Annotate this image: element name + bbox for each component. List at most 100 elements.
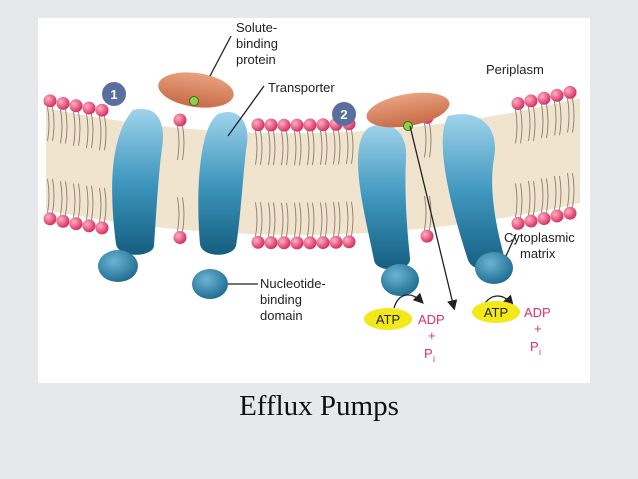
- lipid-tails: [47, 98, 575, 237]
- lipid-tail: [65, 181, 68, 216]
- lipid-tail: [559, 175, 562, 211]
- lipid-head: [290, 236, 304, 250]
- lipid-tail: [182, 197, 185, 232]
- lipid-tail: [281, 202, 284, 237]
- lipid-tail: [86, 114, 89, 149]
- lipid-head: [82, 219, 96, 233]
- lipid-tail: [307, 130, 310, 166]
- svg-text:i: i: [539, 347, 541, 357]
- lipid-tail: [260, 130, 263, 165]
- lipid-tail: [346, 201, 349, 236]
- svg-text:P: P: [424, 346, 433, 361]
- lipid-tail: [299, 202, 302, 237]
- lipid-tail: [559, 101, 562, 136]
- svg-text:+: +: [428, 328, 436, 343]
- lipid-tail: [320, 130, 323, 165]
- lipid-head: [329, 235, 343, 249]
- lipid-tail: [286, 131, 289, 166]
- adp-label-2: ADP: [524, 305, 551, 320]
- lipid-head: [550, 88, 564, 102]
- nucleotide-binding-domain-2b: [475, 252, 513, 284]
- lipid-tail: [338, 202, 341, 237]
- atp-reaction-1: ATP ADP + P i: [364, 308, 445, 364]
- lipid-tail: [78, 111, 81, 146]
- lipid-tail: [520, 109, 523, 144]
- svg-text:2: 2: [340, 107, 347, 122]
- lipid-tail: [333, 130, 336, 165]
- lipid-tail: [255, 130, 258, 165]
- lipid-tail: [52, 106, 55, 141]
- periplasm-label: Periplasm: [486, 62, 544, 77]
- lipid-head: [43, 94, 57, 108]
- lipid-tail: [554, 101, 557, 136]
- lipid-tail: [78, 183, 81, 218]
- lipid-tail: [533, 180, 536, 216]
- lipid-tail: [47, 106, 50, 141]
- lipid-head: [303, 118, 317, 132]
- lipid-tail: [424, 123, 427, 158]
- lipid-tail: [177, 125, 180, 161]
- transporter-2: [358, 114, 513, 296]
- lipid-tail: [60, 181, 63, 216]
- lipid-tail: [65, 109, 68, 144]
- lipid-tail: [260, 202, 263, 237]
- lipid-tail: [533, 106, 536, 141]
- lipid-tail: [528, 180, 531, 216]
- lipid-tail: [91, 114, 94, 149]
- solute-binding-protein-label: Solute- binding protein: [236, 20, 282, 67]
- lipid-tail: [182, 125, 185, 161]
- lipid-head: [43, 212, 57, 226]
- leader-lines: [209, 35, 517, 311]
- lipid-head: [316, 118, 330, 132]
- lipid-tail: [429, 123, 432, 158]
- solute-dot-1: [189, 96, 199, 106]
- lipid-tail: [351, 201, 354, 236]
- lipid-tail: [99, 116, 102, 151]
- svg-text:i: i: [433, 354, 435, 364]
- lipid-tail: [541, 178, 544, 213]
- lipid-head: [524, 94, 538, 108]
- transporter-2-right-subunit: [442, 114, 505, 271]
- caption: Efflux Pumps: [239, 390, 399, 422]
- svg-text:ATP: ATP: [376, 312, 400, 327]
- lipid-tail: [351, 129, 354, 164]
- lipid-head: [56, 214, 70, 228]
- lipid-head: [316, 236, 330, 250]
- lipid-head: [264, 236, 278, 250]
- lipid-head: [69, 217, 83, 231]
- nucleotide-binding-domain-1b: [192, 269, 228, 299]
- lipid-tail: [572, 173, 575, 208]
- step-badge-2: 2: [332, 102, 356, 126]
- cytoplasmic-matrix-label: Cytoplasmic matrix: [504, 230, 578, 261]
- step-badge-1: 1: [102, 82, 126, 106]
- lipid-head: [563, 85, 577, 99]
- lipid-tail: [177, 197, 180, 232]
- lipid-tail: [104, 116, 107, 151]
- lipid-head: [524, 214, 538, 228]
- lipid-tail: [312, 202, 315, 237]
- transporter-1-left-subunit: [112, 108, 163, 255]
- lipid-tail: [338, 130, 341, 165]
- lipid-head: [173, 113, 187, 127]
- lipid-tail: [86, 185, 89, 220]
- lipid-head: [342, 235, 356, 249]
- lipid-tail: [546, 104, 549, 139]
- lipid-tail: [255, 202, 258, 237]
- lipid-tail: [294, 131, 297, 166]
- lipid-tail: [312, 130, 315, 166]
- lipid-tail: [515, 109, 518, 144]
- lipid-tail: [520, 183, 523, 218]
- lipid-tail: [286, 202, 289, 237]
- lipid-tail: [346, 129, 349, 164]
- lipid-tail: [325, 202, 328, 237]
- lipid-head: [251, 118, 265, 132]
- lipid-head: [251, 235, 265, 249]
- lipid-head: [420, 229, 434, 243]
- adp-label-1: ADP: [418, 312, 445, 327]
- lipid-tail: [268, 202, 271, 237]
- transporter-2-left-subunit: [358, 124, 411, 270]
- lipid-tail: [47, 178, 50, 213]
- lipid-tail: [333, 202, 336, 237]
- solute-binding-protein-2: [366, 92, 450, 131]
- lipid-head: [511, 216, 525, 230]
